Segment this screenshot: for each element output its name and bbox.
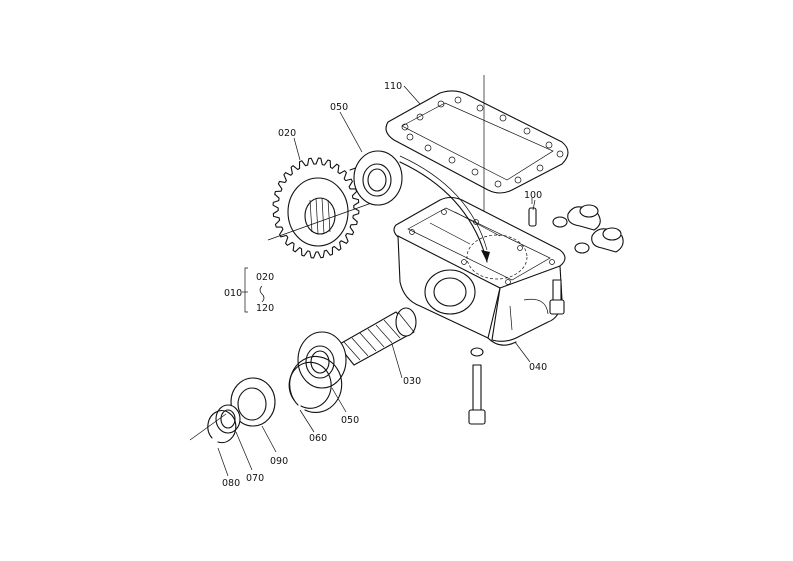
- collar-070[interactable]: [215, 404, 241, 434]
- label-040: 040: [529, 362, 547, 373]
- shaft-030[interactable]: [337, 307, 417, 366]
- label-060: 060: [309, 433, 327, 444]
- label-120: 120: [256, 303, 274, 314]
- label-110: 110: [384, 81, 402, 92]
- label-080: 080: [222, 478, 240, 489]
- dowel-pin-100[interactable]: [528, 198, 537, 227]
- label-010: 010: [224, 288, 242, 299]
- label-090: 090: [270, 456, 288, 467]
- snap-ring-080[interactable]: [189, 410, 237, 444]
- label-020-gear: 020: [278, 128, 296, 139]
- label-100: 100: [524, 190, 542, 201]
- label-030: 030: [403, 376, 421, 387]
- plug-upper[interactable]: [552, 204, 601, 231]
- bolt-side[interactable]: [549, 279, 565, 315]
- label-050-upper: 050: [330, 102, 348, 113]
- label-020-range: 020: [256, 272, 274, 283]
- label-050-lower: 050: [341, 415, 359, 426]
- gasket-cover-110[interactable]: [385, 90, 569, 194]
- plug-lower[interactable]: [574, 227, 624, 254]
- leader-lines: [217, 85, 536, 477]
- oil-seal-090[interactable]: [230, 377, 276, 427]
- gear-020[interactable]: [267, 157, 381, 259]
- label-070: 070: [246, 473, 264, 484]
- bearing-050-upper[interactable]: [353, 150, 403, 206]
- gear-case-040[interactable]: [393, 155, 566, 346]
- bearing-050-lower[interactable]: [297, 331, 347, 389]
- circlip-060[interactable]: [288, 355, 343, 413]
- bolt-bottom[interactable]: [468, 347, 486, 425]
